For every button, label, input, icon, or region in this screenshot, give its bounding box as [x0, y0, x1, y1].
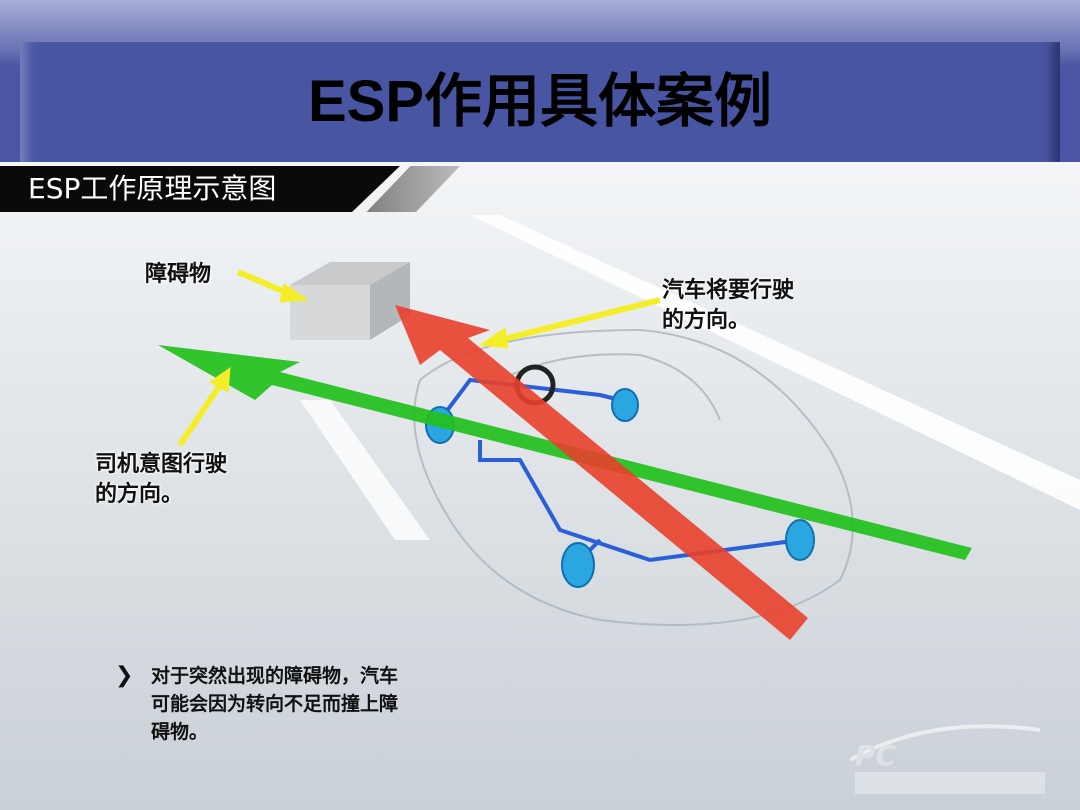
note-line: 碍物。	[151, 721, 209, 743]
obstacle-box	[290, 262, 410, 340]
section-banner	[0, 166, 400, 212]
esp-illustration: PC	[0, 162, 1080, 810]
intended-direction-label: 司机意图行驶 的方向。	[95, 450, 227, 510]
svg-text:PC: PC	[855, 739, 897, 772]
pointer-arrows	[177, 269, 661, 447]
title-panel	[20, 42, 1060, 164]
label-line: 汽车将要行驶	[662, 278, 795, 303]
label-line: 的方向。	[662, 308, 751, 333]
note-line: 可能会因为转向不足而撞上障	[151, 693, 399, 715]
note-line: 对于突然出现的障碍物，汽车	[151, 665, 399, 687]
slide-title: ESP作用具体案例	[307, 69, 773, 134]
label-line: 的方向。	[95, 482, 184, 507]
obstacle-label: 障碍物	[145, 262, 212, 287]
note-text: ❯ 对于突然出现的障碍物，汽车 可能会因为转向不足而撞上障 碍物。	[115, 662, 515, 746]
label-line: 司机意图行驶	[95, 452, 228, 477]
lane-marking	[300, 400, 430, 540]
banner-title: ESP工作原理示意图	[28, 172, 277, 205]
lane-marking	[470, 215, 1080, 510]
actual-direction-arrow	[395, 305, 808, 640]
road-surface	[0, 162, 1080, 810]
actual-direction-label: 汽车将要行驶 的方向。	[662, 276, 794, 336]
chevron-right-icon: ❯	[115, 663, 134, 688]
watermark-logo: PC	[849, 724, 1045, 794]
